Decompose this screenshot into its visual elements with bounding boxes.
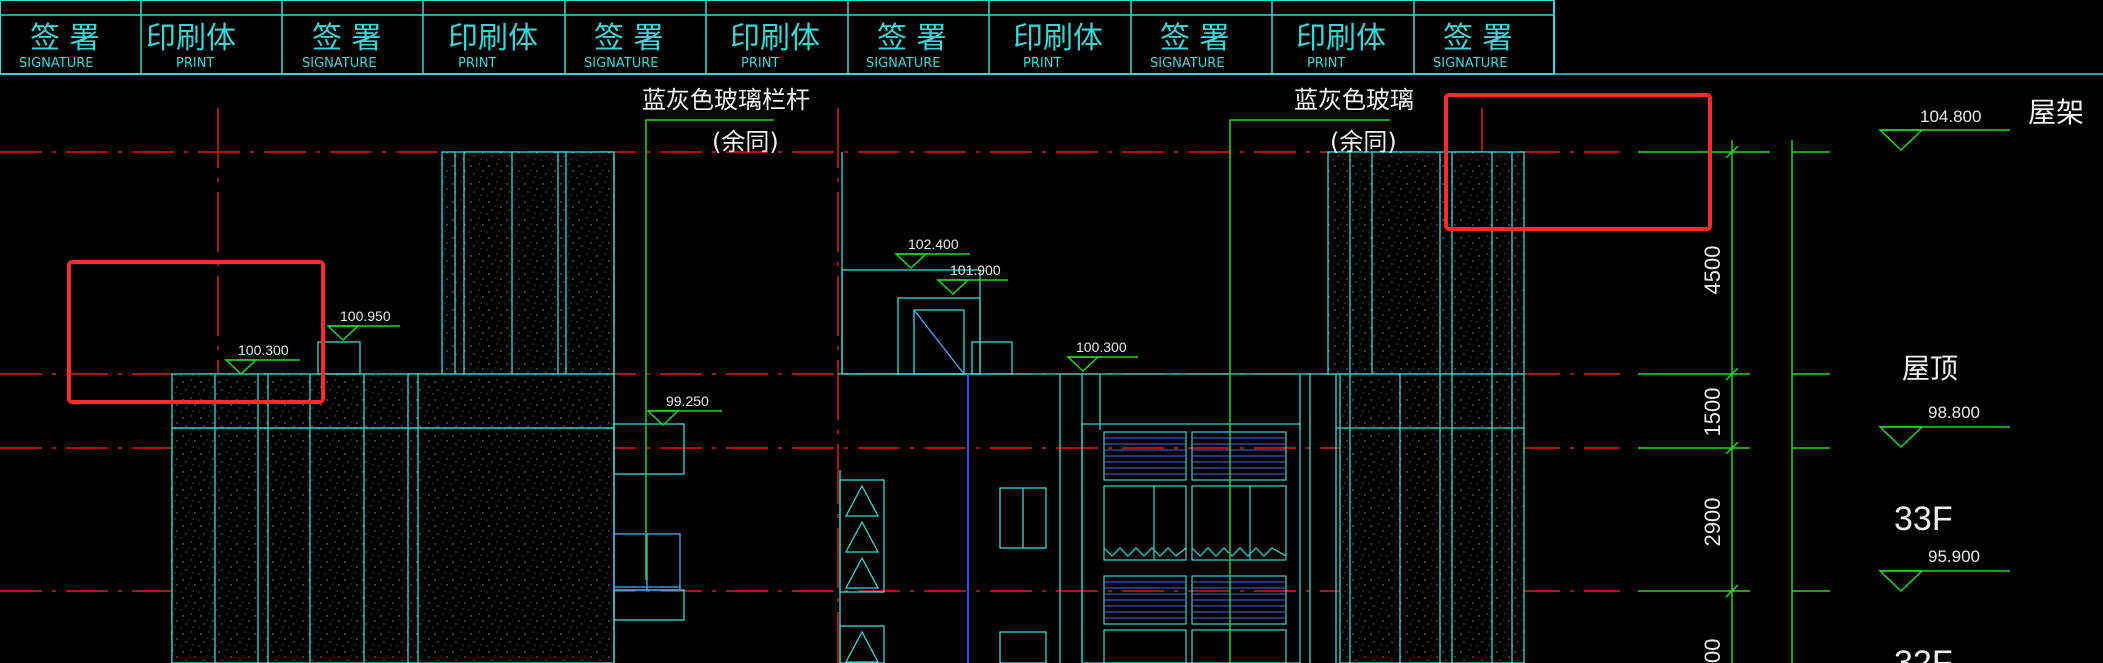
print-label-3: 印刷体 [730, 21, 820, 56]
print-sub-1: PRINT [176, 56, 214, 71]
level-value-1: 104.800 [1920, 107, 1981, 126]
floor-label-3: 33F [1894, 500, 1953, 538]
signature-label-3: 签 署 [594, 21, 664, 56]
level-marker-33f: 33F 95.900 [1878, 500, 2010, 593]
railing-note-same: (余同) [712, 128, 779, 156]
elevation-mark-6: 100.300 [1066, 339, 1138, 373]
elevation-mark-5: 101.900 [936, 262, 1008, 296]
highlight-box-left [67, 260, 325, 404]
elevation-mark-4: 102.400 [894, 236, 970, 270]
glass-note: 蓝灰色玻璃 [1294, 86, 1414, 114]
dimension-3: 2900 [1700, 498, 1725, 547]
dimension-labels: 4500 1500 2900 2900 [1700, 246, 1725, 663]
louvre-windows [1081, 423, 1301, 663]
highlight-box-right [1444, 93, 1712, 231]
highlight-boxes [67, 93, 1712, 404]
signature-sub-5: SIGNATURE [1150, 56, 1224, 71]
signature-sub-3: SIGNATURE [584, 56, 658, 71]
elevation-label-5: 101.900 [950, 262, 1001, 278]
level-value-2: 98.800 [1928, 403, 1980, 422]
signature-label-2: 签 署 [312, 21, 382, 56]
elevation-label-2: 100.950 [340, 308, 391, 324]
print-sub-2: PRINT [458, 56, 496, 71]
glass-note-same: (余同) [1330, 128, 1397, 156]
level-marker-32f: 32F [1894, 644, 1953, 663]
signature-sub-6: SIGNATURE [1433, 56, 1507, 71]
elevation-label-1: 100.300 [238, 342, 289, 358]
print-label-1: 印刷体 [146, 21, 236, 56]
dimension-2: 1500 [1700, 388, 1725, 437]
signature-label-4: 签 署 [877, 21, 947, 56]
dimension-4: 2900 [1700, 639, 1725, 663]
print-label-5: 印刷体 [1296, 21, 1386, 56]
print-sub-4: PRINT [1023, 56, 1061, 71]
print-label-4: 印刷体 [1013, 21, 1103, 56]
signature-sub-1: SIGNATURE [19, 56, 93, 71]
floor-label-4: 32F [1894, 644, 1953, 663]
signature-label-5: 签 署 [1160, 21, 1230, 56]
centre-core [838, 152, 1337, 663]
dimension-1: 4500 [1700, 246, 1725, 295]
level-value-3: 95.900 [1928, 547, 1980, 566]
elevation-mark-3: 99.250 [646, 393, 722, 427]
elevation-label-3: 99.250 [666, 393, 709, 409]
level-axis [1638, 140, 1830, 663]
print-sub-5: PRINT [1307, 56, 1345, 71]
floor-label-2: 屋顶 [1902, 352, 1958, 385]
title-block: 签 署 SIGNATURE 印刷体 PRINT 签 署 SIGNATURE 印刷… [0, 0, 2103, 75]
vent-windows [839, 479, 1047, 663]
elevation-mark-2: 100.950 [326, 308, 400, 342]
signature-sub-4: SIGNATURE [866, 56, 940, 71]
signature-label-1: 签 署 [30, 21, 100, 56]
level-marker-roof-frame: 104.800 屋架 [1878, 96, 2084, 152]
elevation-label-4: 102.400 [908, 236, 959, 252]
material-notes: 蓝灰色玻璃栏杆 (余同) 蓝灰色玻璃 (余同) [642, 86, 1414, 156]
print-sub-3: PRINT [741, 56, 779, 71]
floor-label-1: 屋架 [2028, 96, 2084, 129]
elevation-mark-1: 100.300 [224, 342, 300, 376]
elevation-label-6: 100.300 [1076, 339, 1127, 355]
leader-lines [645, 119, 1390, 663]
left-building [171, 151, 685, 663]
glass-railing [613, 533, 681, 591]
print-label-2: 印刷体 [448, 21, 538, 56]
railing-note: 蓝灰色玻璃栏杆 [642, 86, 810, 114]
signature-sub-2: SIGNATURE [302, 56, 376, 71]
right-tower [1327, 151, 1525, 663]
level-marker-roof: 屋顶 98.800 [1878, 352, 2010, 449]
signature-label-6: 签 署 [1443, 21, 1513, 56]
